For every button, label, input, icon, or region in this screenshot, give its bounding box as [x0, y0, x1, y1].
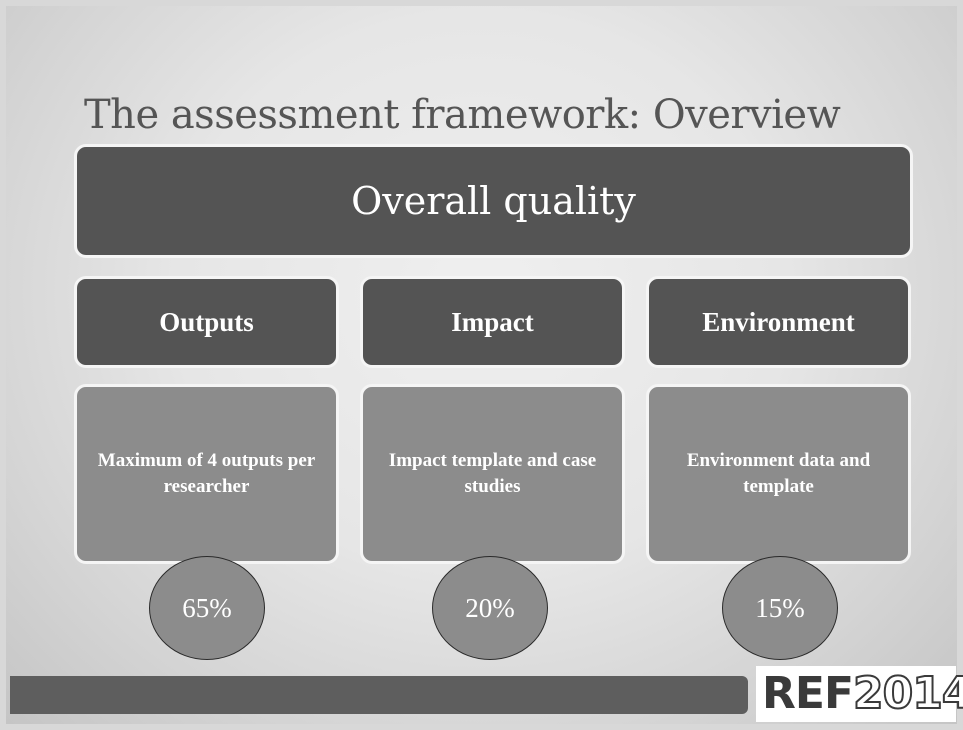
environment-detail-text: Environment data and template	[686, 450, 871, 497]
logo-ref-text: REF	[762, 668, 854, 719]
outputs-detail-text: Maximum of 4 outputs per researcher	[97, 450, 316, 497]
impact-category-box: Impact	[360, 276, 625, 368]
environment-category-label: Environment	[702, 306, 855, 337]
overall-quality-label: Overall quality	[351, 179, 636, 223]
environment-weight-label: 15%	[755, 592, 805, 623]
environment-weight-circle: 15%	[722, 556, 838, 660]
outputs-weight-label: 65%	[182, 592, 232, 623]
slide-title: The assessment framework: Overview	[84, 92, 841, 138]
outputs-category-box: Outputs	[74, 276, 339, 368]
footer-bar	[10, 676, 748, 714]
impact-detail-box: Impact template and case studies	[360, 384, 625, 564]
impact-category-label: Impact	[451, 306, 534, 337]
ref2014-logo: REF 2014	[756, 666, 963, 722]
impact-weight-circle: 20%	[432, 556, 548, 660]
logo-year-text: 2014	[852, 668, 963, 719]
overall-quality-box: Overall quality	[74, 144, 913, 258]
environment-detail-box: Environment data and template	[646, 384, 911, 564]
impact-weight-label: 20%	[465, 592, 515, 623]
outputs-category-label: Outputs	[159, 306, 254, 337]
impact-detail-text: Impact template and case studies	[388, 450, 597, 497]
outputs-weight-circle: 65%	[149, 556, 265, 660]
outputs-detail-box: Maximum of 4 outputs per researcher	[74, 384, 339, 564]
environment-category-box: Environment	[646, 276, 911, 368]
